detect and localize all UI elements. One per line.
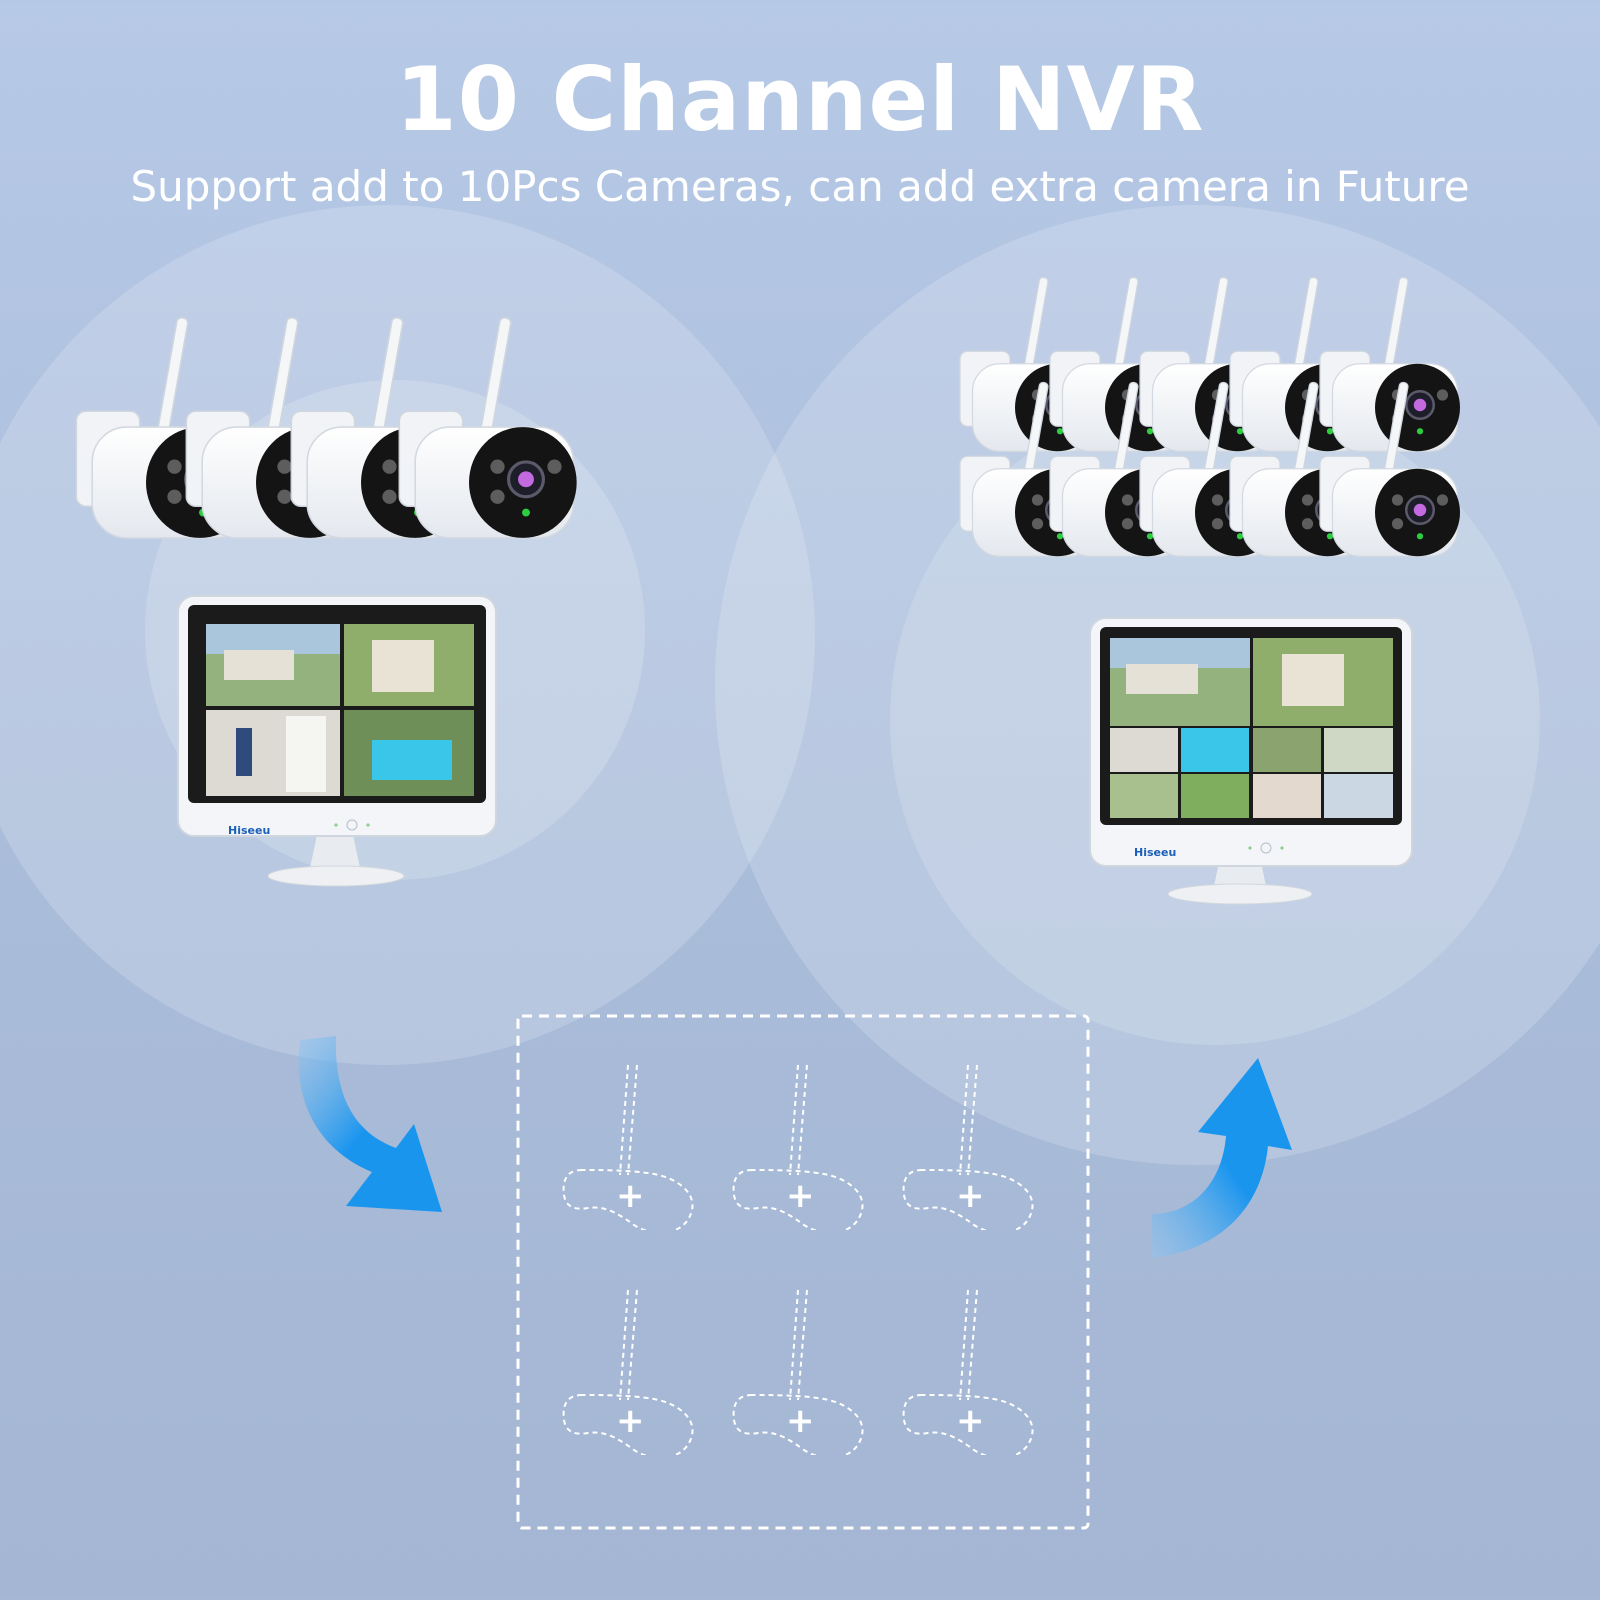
plus-icon: + — [786, 1176, 815, 1216]
placeholder-camera-slot: + — [732, 1285, 872, 1455]
curved-arrow-icon — [1152, 1058, 1292, 1258]
placeholder-camera-slot: + — [562, 1285, 702, 1455]
monitor-brand-logo: Hiseeu — [228, 824, 270, 837]
placeholder-camera-slot: + — [562, 1060, 702, 1230]
page-subtitle: Support add to 10Pcs Cameras, can add ex… — [130, 162, 1470, 211]
left-kit: Hiseeu — [74, 315, 579, 887]
curved-arrow-icon — [298, 1036, 442, 1212]
placeholder-camera-slot: + — [902, 1285, 1042, 1455]
right-kit: Hiseeu — [958, 275, 1462, 905]
plus-icon: + — [956, 1401, 985, 1441]
monitor-icon: Hiseeu — [177, 595, 497, 887]
plus-icon: + — [956, 1176, 985, 1216]
monitor-brand-logo: Hiseeu — [1134, 846, 1176, 859]
plus-icon: + — [616, 1401, 645, 1441]
plus-icon: + — [786, 1401, 815, 1441]
placeholder-camera-slot: + — [902, 1060, 1042, 1230]
monitor-icon: Hiseeu — [1089, 617, 1413, 905]
placeholder-camera-slot: + — [732, 1060, 872, 1230]
page-title: 10 Channel NVR — [395, 48, 1205, 151]
plus-icon: + — [616, 1176, 645, 1216]
expansion-slots-box — [516, 1014, 1090, 1530]
